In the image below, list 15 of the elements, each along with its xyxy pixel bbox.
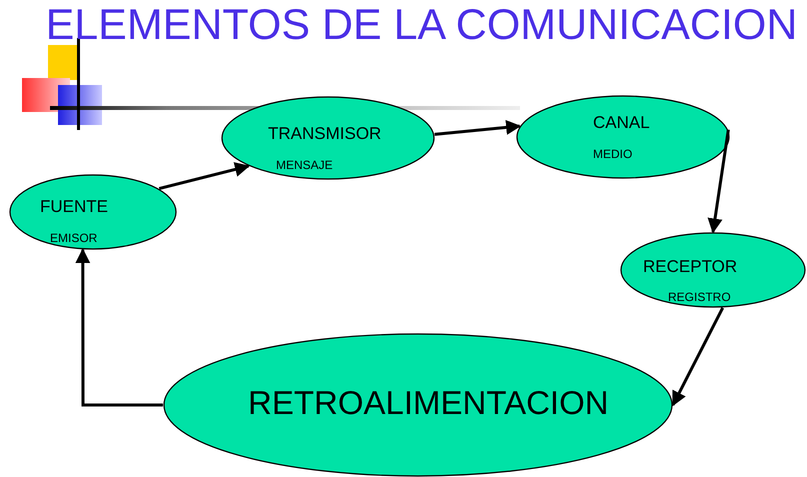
title: ELEMENTOS DE LA COMUNICACION <box>44 2 798 50</box>
arrow <box>158 162 250 190</box>
node-label: RETROALIMENTACION <box>248 385 609 422</box>
arrow <box>434 120 522 136</box>
arrow <box>75 248 163 406</box>
node-sublabel: EMISOR <box>50 232 98 246</box>
node-sublabel: REGISTRO <box>668 291 731 304</box>
node-label: FUENTE <box>40 198 108 217</box>
node-label: RECEPTOR <box>643 258 738 277</box>
arrow <box>672 307 724 406</box>
arrow <box>708 129 730 234</box>
node-sublabel: MENSAJE <box>276 159 333 172</box>
node-sublabel: MEDIO <box>593 148 632 162</box>
node-label: CANAL <box>593 114 650 133</box>
node-label: TRANSMISOR <box>268 125 382 144</box>
